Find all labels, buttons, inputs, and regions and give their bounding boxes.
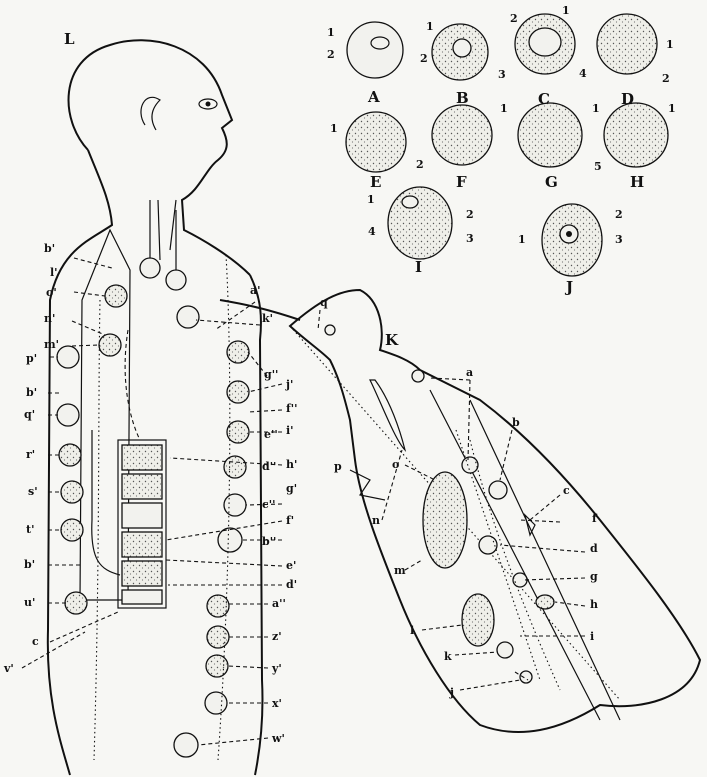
- label-right: b'': [262, 535, 276, 548]
- label-left: n': [44, 312, 55, 325]
- cell-f: [432, 105, 492, 165]
- label-mosquito: c: [563, 484, 570, 497]
- caption-G: G: [545, 173, 558, 191]
- label-left: b': [24, 558, 35, 571]
- caption-C: C: [538, 90, 550, 108]
- label-mosquito: d: [590, 542, 598, 555]
- label-right: w': [271, 732, 285, 745]
- num: 3: [498, 68, 506, 81]
- label-left: m': [44, 338, 59, 351]
- num: 1: [500, 102, 508, 115]
- num: 2: [327, 48, 335, 61]
- num: 1: [592, 102, 600, 115]
- label-right: c'': [262, 498, 275, 511]
- label-right: e': [286, 559, 296, 572]
- label-mosquito: j: [449, 686, 454, 699]
- caption-I: I: [415, 258, 422, 276]
- label-right: d'': [262, 460, 276, 473]
- num: 2: [662, 72, 670, 85]
- label-right: e'': [264, 428, 278, 441]
- label-mosquito: m: [394, 564, 406, 577]
- num: 1: [330, 122, 338, 135]
- num: 1: [666, 38, 674, 51]
- num: 1: [668, 102, 676, 115]
- label-K: K: [385, 331, 399, 349]
- leader-lines: [22, 258, 585, 745]
- caption-A: A: [367, 88, 380, 106]
- label-mosquito: b: [512, 416, 520, 429]
- label-left: p': [26, 352, 37, 365]
- num: 1: [426, 20, 434, 33]
- label-right: g'': [264, 368, 278, 381]
- caption-J: J: [564, 278, 573, 296]
- caption-B: B: [456, 89, 469, 107]
- label-left: b': [26, 386, 37, 399]
- label-left: r': [26, 448, 35, 461]
- label-mosquito: p: [334, 460, 342, 473]
- label-mosquito: q: [320, 296, 328, 309]
- num: 3: [466, 232, 474, 245]
- label-left: u': [24, 596, 35, 609]
- label-mosquito: i: [590, 630, 594, 643]
- label-right: g': [286, 482, 297, 495]
- label-mosquito: a: [466, 366, 473, 379]
- num: 2: [466, 208, 474, 221]
- label-right: k': [262, 312, 273, 325]
- label-left: c: [32, 635, 39, 648]
- label-left: l': [50, 266, 58, 279]
- label-mosquito: n: [372, 514, 380, 527]
- label-right: f': [286, 514, 294, 527]
- label-right: f'': [286, 402, 297, 415]
- num: 2: [416, 158, 424, 171]
- label-mosquito: f: [592, 512, 598, 525]
- label-L: L: [64, 30, 75, 48]
- human-figure: [48, 40, 300, 775]
- num: 3: [615, 233, 623, 246]
- num: 2: [420, 52, 428, 65]
- num: 2: [510, 12, 518, 25]
- num: 4: [368, 225, 376, 238]
- cell-g: [518, 103, 582, 167]
- label-mosquito: h: [590, 598, 598, 611]
- ear: [141, 97, 160, 130]
- cell-i: [388, 187, 452, 259]
- label-right: h': [286, 458, 297, 471]
- label-right: a': [250, 284, 261, 297]
- caption-F: F: [456, 173, 467, 191]
- label-left: v': [3, 662, 14, 675]
- label-right: d': [286, 578, 297, 591]
- num: 2: [615, 208, 623, 221]
- caption-H: H: [630, 173, 644, 191]
- label-mosquito: o: [392, 458, 399, 471]
- label-right: j': [285, 378, 293, 391]
- label-left: s': [28, 485, 38, 498]
- num: 1: [327, 26, 335, 39]
- label-left: t': [26, 523, 34, 536]
- cell-d: [597, 14, 657, 74]
- num: 1: [367, 193, 375, 206]
- label-right: x': [272, 697, 282, 710]
- caption-D: D: [621, 90, 634, 108]
- label-mosquito: g: [590, 570, 598, 583]
- cell-e: [346, 112, 406, 172]
- label-left: b': [44, 242, 55, 255]
- label-right: a'': [272, 597, 286, 610]
- caption-E: E: [370, 173, 381, 191]
- num: 1: [562, 4, 570, 17]
- num: 1: [518, 233, 526, 246]
- label-mosquito: l: [410, 624, 414, 637]
- cell-a: [347, 22, 403, 78]
- label-right: y': [271, 662, 282, 675]
- label-right: i': [286, 424, 294, 437]
- label-left: q': [24, 408, 35, 421]
- mosquito-figure: [290, 290, 700, 732]
- label-mosquito: k: [444, 650, 452, 663]
- num: 4: [579, 67, 587, 80]
- num: 5: [594, 160, 602, 173]
- label-right: z': [272, 630, 282, 643]
- label-left: o': [46, 286, 57, 299]
- cell-h: [604, 103, 668, 167]
